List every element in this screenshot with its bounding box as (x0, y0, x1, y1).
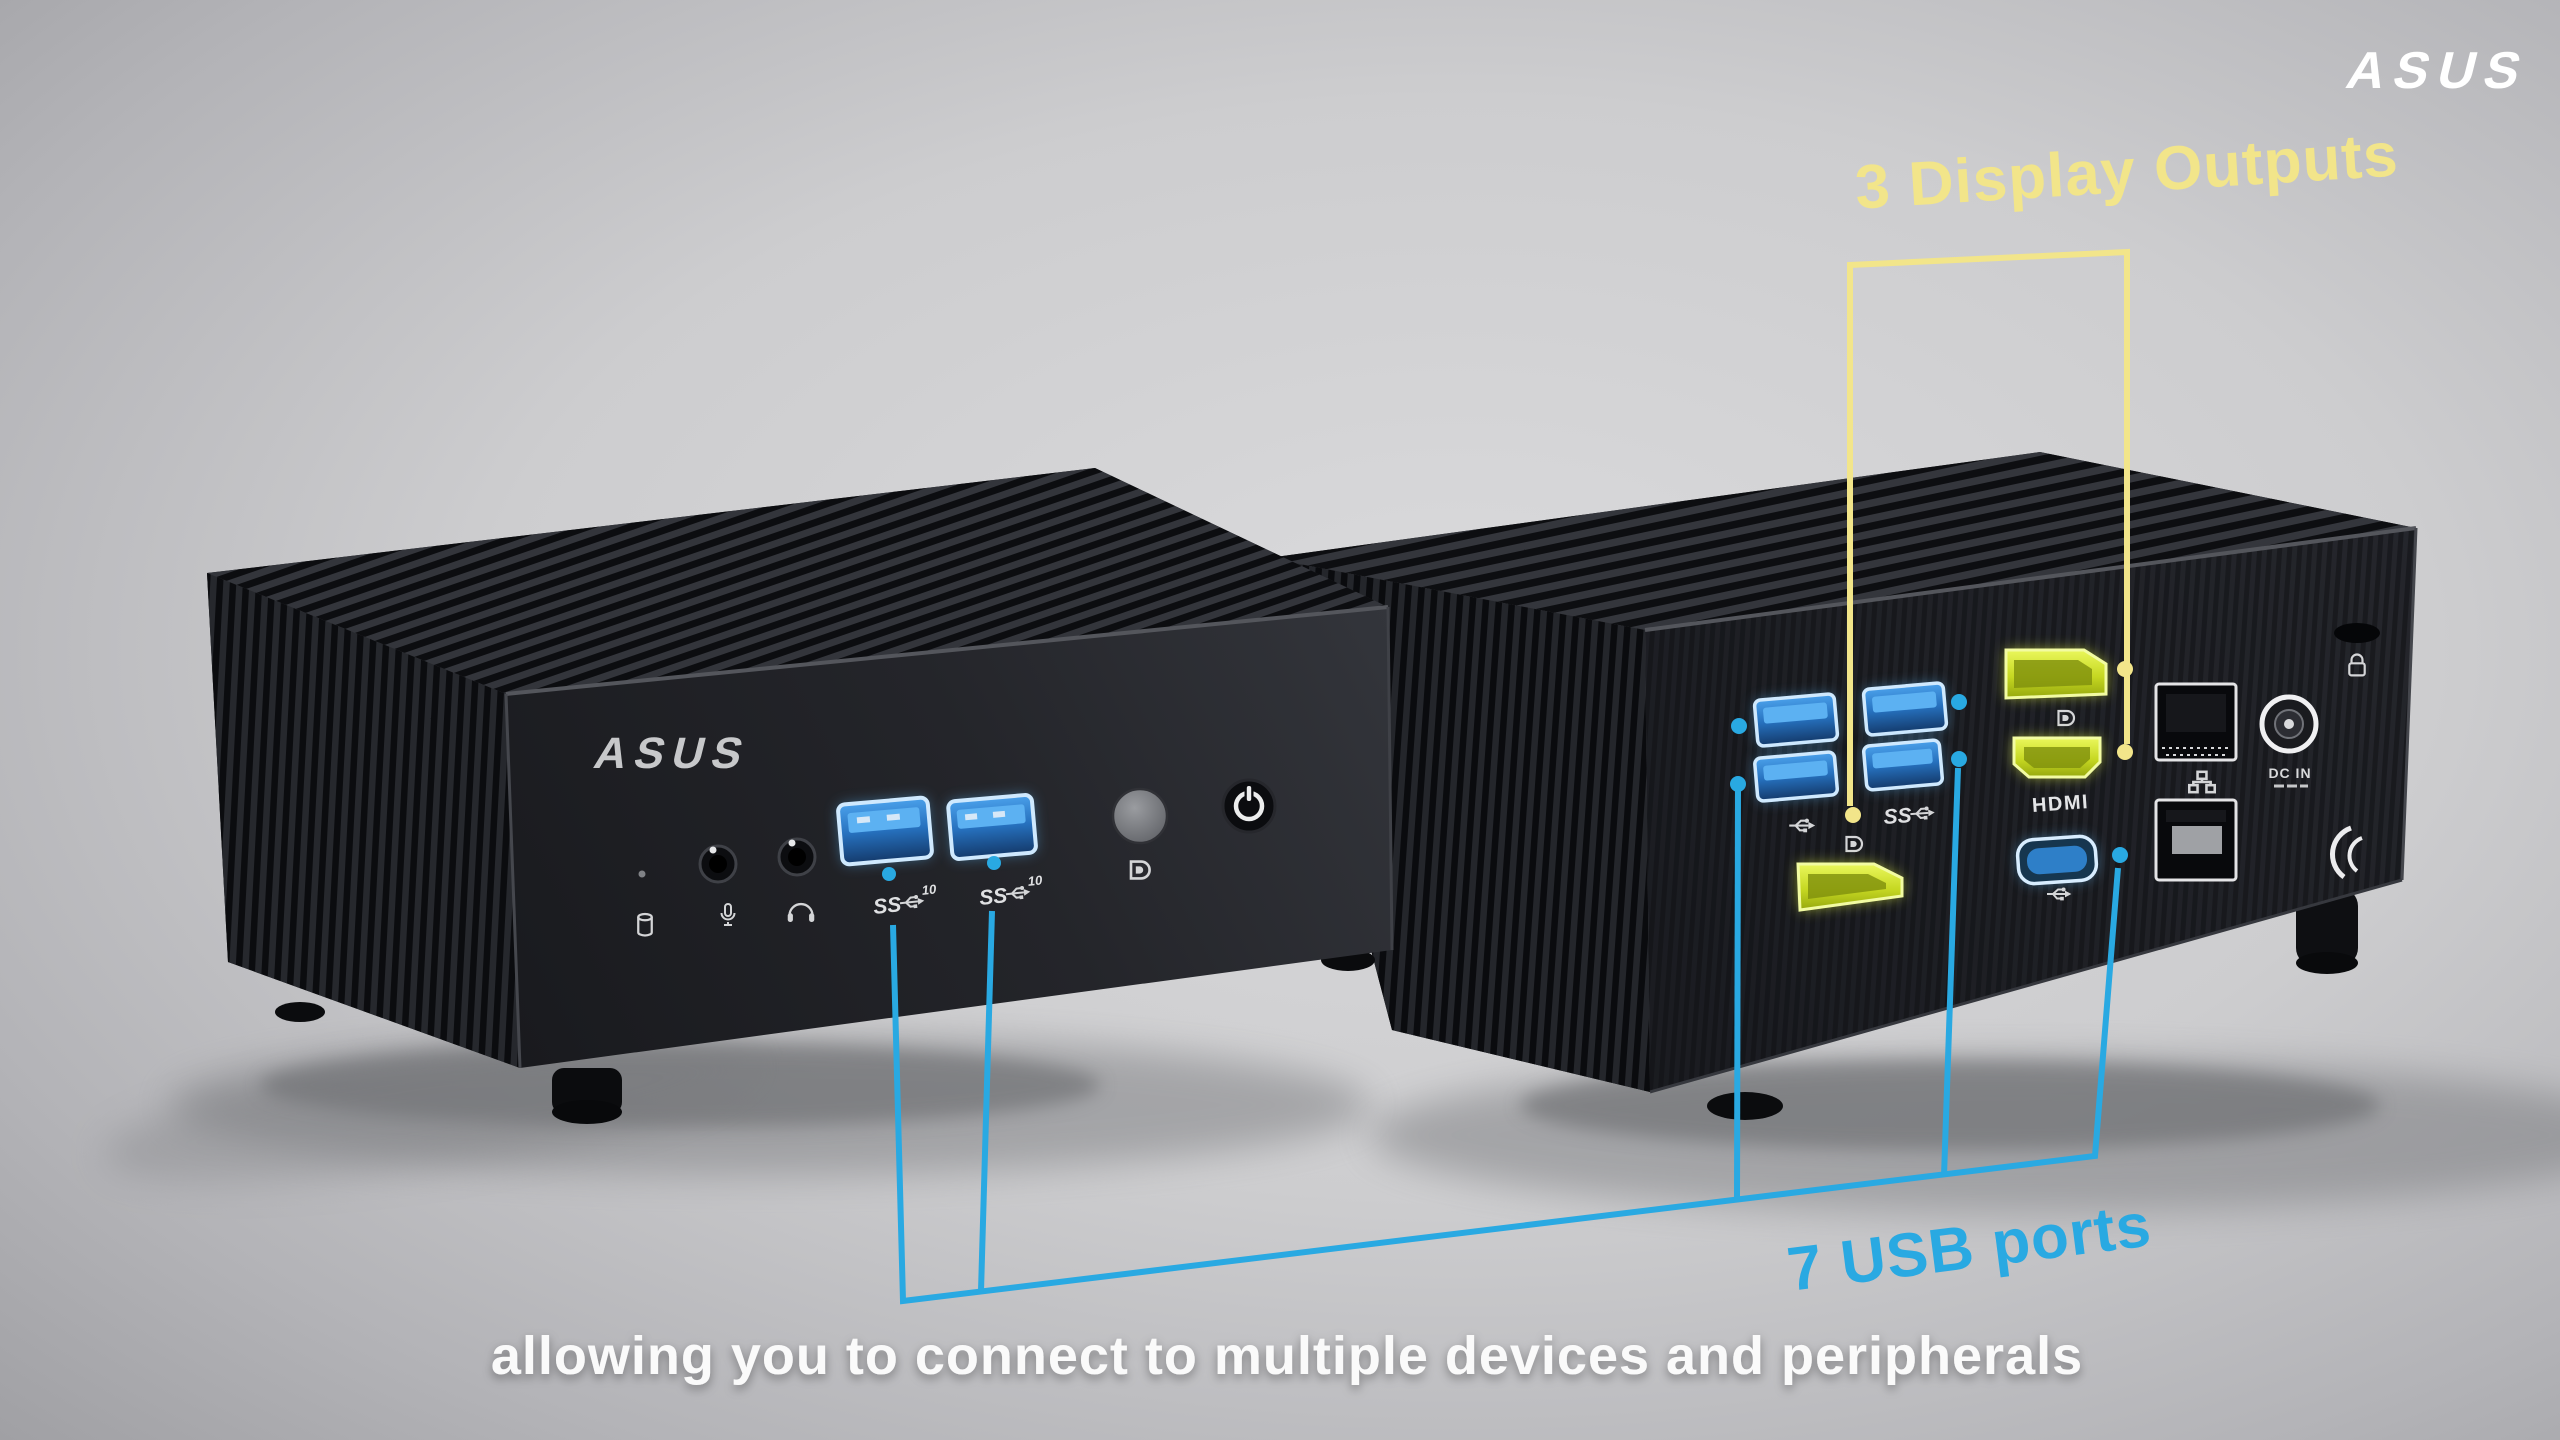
pc-front-right-edge (1386, 606, 1394, 951)
usb-a-port (1861, 738, 1945, 792)
pc-front-foot-back (275, 1002, 325, 1022)
pc-rear-right-edge (2400, 527, 2418, 881)
usb-callout-dot (987, 856, 1001, 870)
usb-callout-dot (1731, 718, 1747, 734)
headphone-jack (777, 837, 817, 877)
usb-a-port (1753, 750, 1840, 803)
mini-pc-front: ASUS SS (207, 468, 1394, 1124)
power-button (1221, 778, 1277, 834)
ss-label: SS (1883, 804, 1913, 829)
ethernet-port (2154, 682, 2238, 762)
asus-logo: ASUS (2341, 42, 2536, 100)
ss10-label: SS (872, 893, 902, 919)
hdmi-label: HDMI (2031, 791, 2090, 817)
usb-a-port (1861, 681, 1949, 737)
display-callout-dot (2117, 744, 2133, 760)
pc-front-top-fins (207, 468, 1388, 694)
display-callout-dot (1845, 807, 1861, 823)
displayport-port (1796, 862, 1904, 912)
caption-subtitle: allowing you to connect to multiple devi… (491, 1326, 2083, 1386)
pc-front-side-fins (207, 573, 520, 1068)
asus-logo-front: ASUS (590, 730, 756, 778)
pc-rear-bottom-edge (1649, 878, 2403, 1094)
pc-rear-io-ribs (1645, 528, 2416, 1092)
usb-callout-dot (1951, 694, 1967, 710)
ss10-label: SS (978, 884, 1008, 910)
usb-callout-line (978, 910, 995, 1292)
usb-callout-dot (882, 867, 896, 881)
pc-front-left-edge (504, 693, 522, 1069)
usb-a-port (1752, 692, 1840, 748)
usb-callout-line (1734, 789, 1741, 1200)
storage-led (638, 870, 646, 878)
front-usb-label-1: SS 10 (872, 881, 938, 919)
rear-usb-a-ports (1752, 681, 1949, 803)
usb-callout-dot (1951, 751, 1967, 767)
pc-rear-top-edge (1644, 526, 2417, 632)
usb-callout-line-main (890, 867, 2121, 1305)
ss10-sup: 10 (921, 881, 938, 898)
pc-front-foot-front (552, 1068, 622, 1124)
usb-a-port (946, 793, 1038, 861)
asus-logo-front-text: ASUS (590, 730, 756, 778)
ethernet-port (2154, 798, 2238, 882)
rear-usb-speed-label: SS (1883, 804, 1936, 829)
pc-front-top-edge (505, 605, 1389, 696)
antenna-hinge (2329, 825, 2363, 880)
kensington-slot (2334, 623, 2380, 643)
pc-rear-foot-right (2296, 888, 2358, 974)
usb-c-port (2015, 834, 2099, 886)
usb-callout-line (1941, 767, 1961, 1177)
dc-in-label-group: DC IN (2268, 765, 2311, 788)
asus-logo-text: ASUS (2341, 42, 2536, 100)
display-callout-bracket (1847, 248, 2130, 806)
displayport-port (2004, 648, 2108, 700)
mic-jack (698, 844, 738, 884)
usb-a-port (836, 795, 934, 867)
dc-in-label: DC IN (2268, 765, 2311, 781)
hdmi-port (2012, 736, 2102, 779)
ir-receiver (1111, 787, 1169, 845)
usb-callout-dot (2112, 847, 2128, 863)
dc-in-jack (2259, 694, 2319, 754)
pc-rear-foot-left (1707, 1092, 1783, 1120)
display-callout-dot (2117, 661, 2133, 677)
usb-callout-dot (1730, 776, 1746, 792)
ss10-sup: 10 (1027, 872, 1044, 889)
front-usb-label-2: SS 10 (978, 872, 1044, 910)
